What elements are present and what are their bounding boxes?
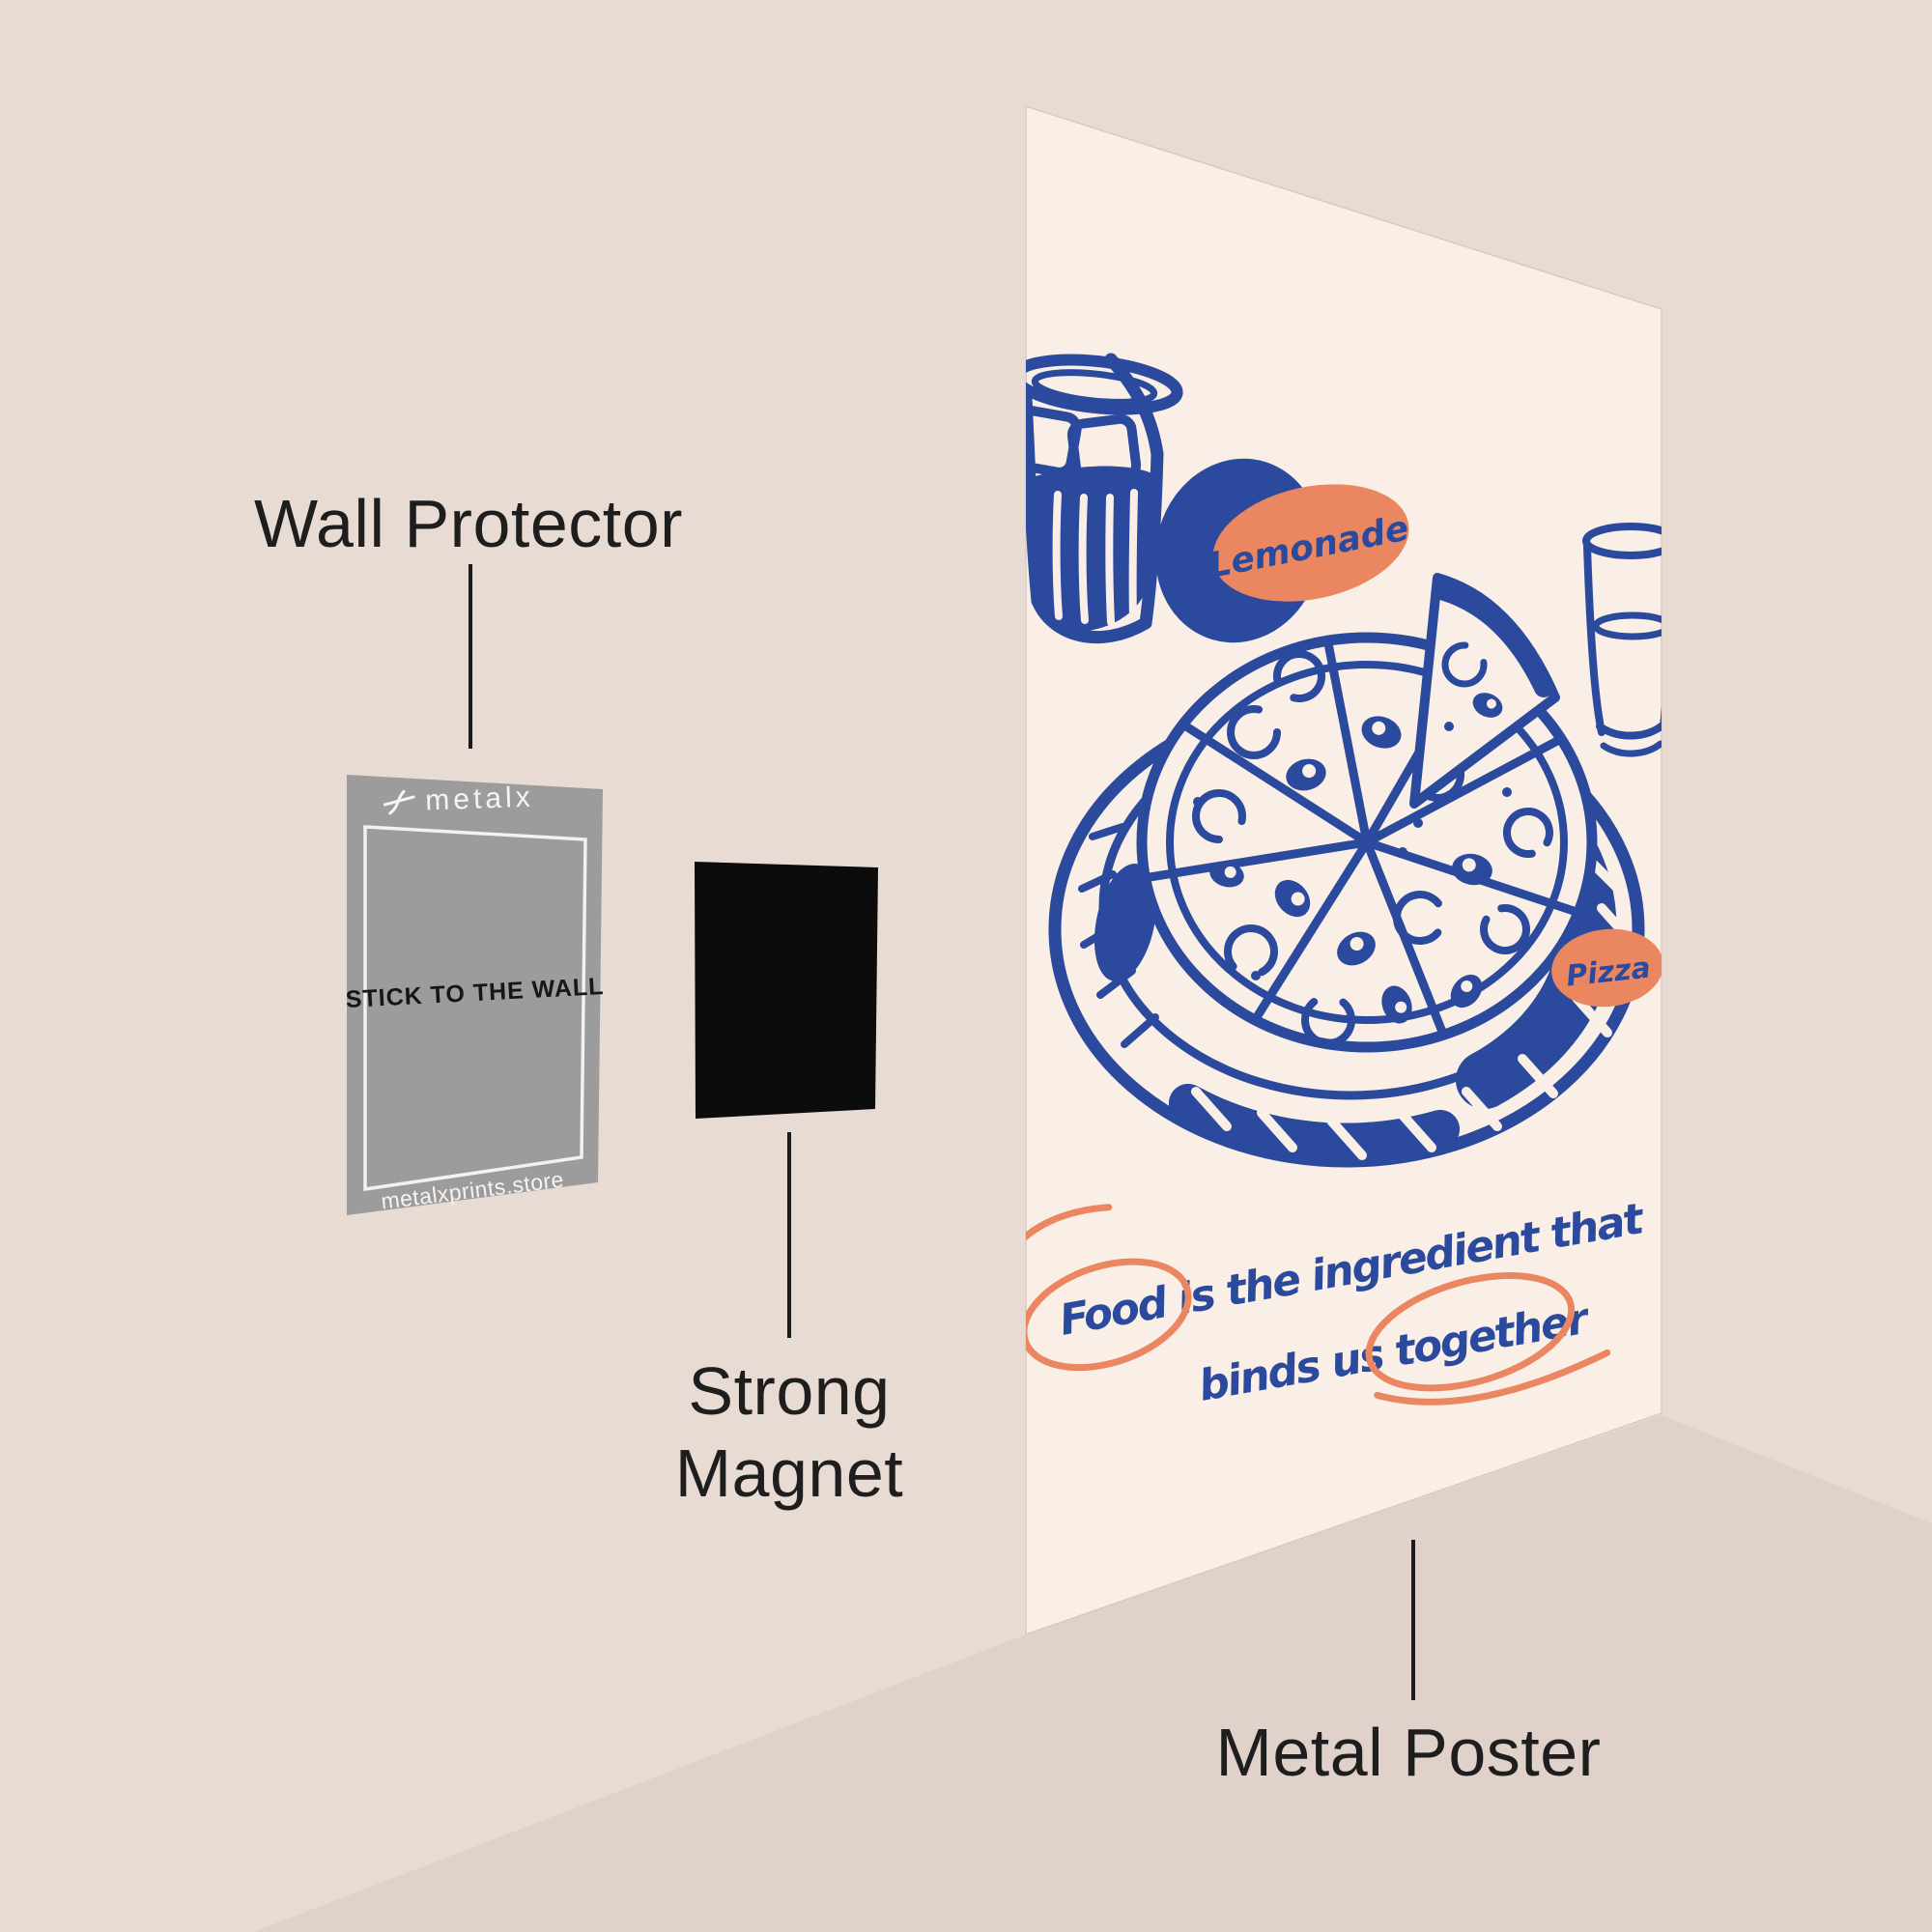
quote-circle-together-tail [1374, 1349, 1611, 1406]
wall-protector-card-inner-border [363, 825, 587, 1192]
label-strong-magnet: Strong Magnet [674, 1353, 904, 1512]
metalx-logo: metalx [383, 781, 534, 817]
pizza-tag: Pizza [1551, 928, 1662, 1008]
label-wall-protector: Wall Protector [254, 486, 683, 561]
lemonade-tag: Lemonade [1206, 484, 1412, 602]
metalx-logo-icon [383, 789, 415, 815]
quote-circle-food-tail [1026, 1204, 1113, 1297]
wall-protector-card: metalx STICK TO THE WALL metalxprints.st… [345, 775, 605, 1215]
label-metal-poster: Metal Poster [1215, 1715, 1602, 1790]
magnet-square [695, 862, 878, 1119]
metalx-logo-text: metalx [425, 781, 534, 817]
water-glass-illustration [1582, 523, 1662, 757]
wall-protector-card-body [347, 775, 603, 1215]
quote-circle-together [1365, 1272, 1576, 1392]
lemonade-glass-illustration [1026, 353, 1183, 644]
topping-blobs [1209, 716, 1492, 1024]
quote-circle-food [1026, 1258, 1192, 1372]
pizza-slice-illustration [1409, 573, 1560, 828]
poster-wall-shadow [253, 1415, 1932, 1932]
